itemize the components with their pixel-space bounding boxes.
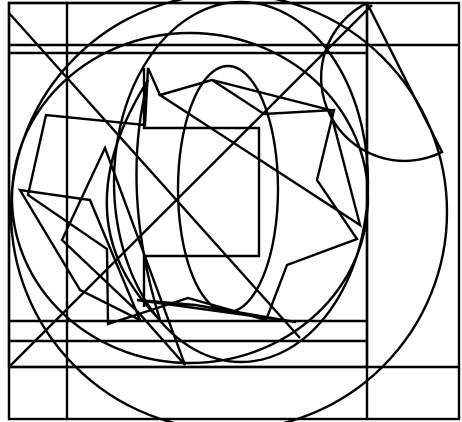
- central-cross: [142, 68, 261, 307]
- star-polygon: [26, 67, 359, 326]
- inner-oval: [176, 64, 280, 314]
- crescent-shape: [319, 1, 444, 163]
- tall-oval: [112, 0, 370, 364]
- left-crescent: [105, 79, 162, 321]
- bowl-shape: [157, 78, 362, 228]
- diagonal-line-falling: [8, 12, 301, 339]
- large-circle: [9, 0, 449, 422]
- middle-circle: [10, 31, 370, 365]
- diamond-left: [60, 144, 187, 366]
- lower-triangle: [136, 298, 297, 324]
- diagonal-line-rising: [8, 4, 373, 368]
- kite-shape: [17, 188, 143, 323]
